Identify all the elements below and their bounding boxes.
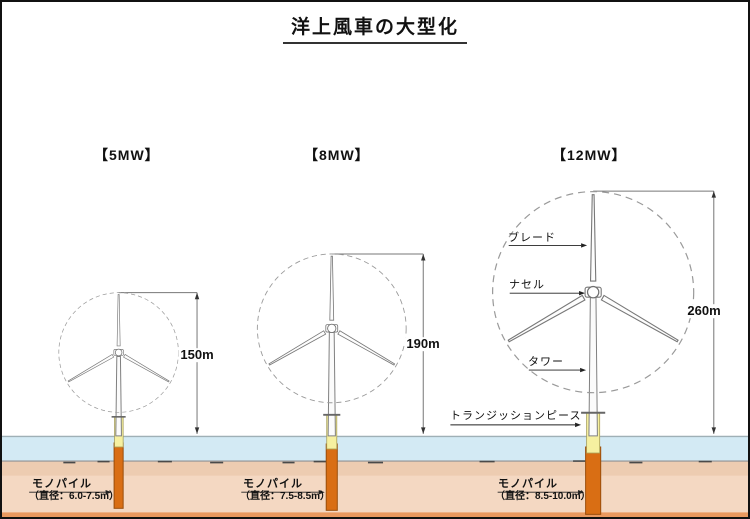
seabed-bottom-strip (2, 512, 748, 517)
monopile-diameter-5mw: （直径：6.0-7.5m） (29, 491, 120, 502)
rotor-height-12mw: 260m (685, 303, 723, 319)
dimension-arrowheads (194, 191, 717, 434)
monopile-label-5mw: モノパイル (32, 478, 92, 490)
height-dimension-line-5mw (118, 292, 198, 434)
turbine-5mw-graphic (58, 292, 179, 509)
monopile-label-12mw: モノパイル (498, 478, 558, 490)
turbine-8mw-graphic (256, 253, 407, 511)
tower-label: タワー (528, 356, 564, 368)
monopile-diameter-12mw: （直径：8.5-10.0m） (495, 491, 591, 502)
seabed-dashes (63, 460, 712, 464)
blade-label: ブレード (508, 232, 556, 244)
rotor-height-8mw: 190m (404, 336, 442, 352)
nacelle-label: ナセル (509, 279, 545, 291)
monopile-label-8mw: モノパイル (243, 478, 303, 490)
part-leader-lines (29, 244, 582, 493)
turbine-12mw-graphic (492, 191, 695, 515)
seabed-lower-band (2, 475, 748, 513)
tower-12mw (588, 296, 598, 437)
rotor-height-5mw: 150m (178, 347, 216, 363)
turbine-label-8mw: 【8MW】 (304, 147, 370, 163)
sea-water (2, 435, 748, 462)
monopile-12mw (585, 446, 602, 515)
transition-piece-label: トランジッションピース (450, 410, 582, 422)
seabed-upper-band (2, 461, 748, 477)
turbine-label-12mw: 【12MW】 (552, 147, 627, 163)
turbine-label-5mw: 【5MW】 (94, 147, 160, 163)
monopile-diameter-8mw: （直径：7.5-8.5m） (240, 491, 331, 502)
tower-8mw (327, 331, 336, 437)
tower-5mw (115, 356, 122, 437)
page-title: 洋上風車の大型化 (282, 18, 468, 44)
leader-arrowheads (105, 243, 588, 495)
